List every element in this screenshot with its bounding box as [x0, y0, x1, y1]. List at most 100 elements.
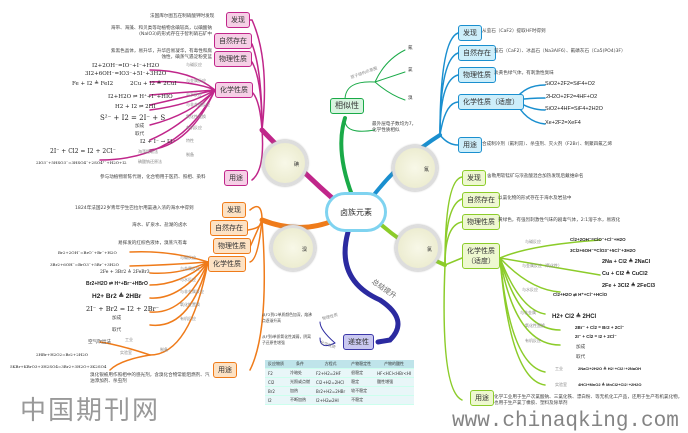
- bromine-eq: 2Fe + 3Br2 ≜ 2FeBr3: [100, 270, 150, 275]
- chlorine-eq: H2+ Cl2 ≜ 2HCl: [552, 314, 597, 320]
- iodine-discovery-text: 法国库尔图瓦在制硝酸钾时发现: [150, 14, 215, 19]
- center-node[interactable]: 卤族元素: [325, 192, 387, 232]
- chlorine-eq: 取代: [576, 355, 586, 360]
- bromine-existence[interactable]: 自然存在: [210, 220, 248, 236]
- chlorine-branch: 工业: [555, 366, 563, 371]
- fluorine-eq: SiO2+2F2=SiF4+O2: [545, 81, 595, 87]
- bromine-eq: H2+ Br2 ≜ 2HBr: [92, 293, 142, 300]
- fluorine-physical[interactable]: 物理性质: [458, 67, 496, 83]
- fluorine-chemical[interactable]: 化学性质（适度）: [458, 94, 524, 110]
- chlorine-use-text: 化学工业用于生产次氯酸钠、三氯化铁、漂白粉、等无机化工产品，还用于生产有机氯化物…: [494, 395, 683, 406]
- bromine-branch: 制备: [160, 347, 168, 352]
- iodine-prep: 海藻提取法: [138, 149, 158, 154]
- element-cl: 氯: [408, 68, 413, 73]
- iodine-eq: 2IO3⁻+5HSO3⁻=3HSO4⁻+2SO4²⁻+H2O+I2: [36, 160, 127, 165]
- fluorine-eq: SiO2+4HF=SiF4+2H2O: [545, 106, 603, 112]
- iodine-eq: Fe + I2 ≜ FeI2: [72, 81, 114, 87]
- chlorine-eq: 3Cl2+6OH⁻=ClO3⁻+5Cl⁻+3H2O: [570, 248, 636, 253]
- bromine-eq: 5KBr+KBrO3+3H2SO4=3Br2+3H2O+3K2SO4: [10, 364, 107, 369]
- chlorine-discovery[interactable]: 发现: [462, 170, 486, 186]
- iodine-discovery[interactable]: 发现: [226, 12, 250, 28]
- chlorine-use[interactable]: 用途: [470, 390, 494, 406]
- fluorine-discovery[interactable]: 发现: [458, 25, 482, 41]
- chlorine-discovery-text: 舍勒用软锰矿与浓盐酸混合加热发现后戴维命名: [487, 174, 584, 179]
- chlorine-branch: 有机反应: [525, 338, 541, 343]
- chlorine-branch: 与水反应: [522, 287, 538, 292]
- iodine-existence-text: 海带、海藻、和贝类等动植物含碘较高，以碘酸钠(NaIO3)的形式存在于智利硝石矿…: [110, 26, 212, 37]
- chlorine-existence[interactable]: 自然存在: [462, 192, 500, 208]
- iodine-branch: 与水反应: [186, 92, 202, 97]
- gradual-chem-note: 从F到I单质氧化性减弱，阴离子还原性增强: [262, 334, 311, 345]
- fluorine-eq: Xe+2F2=XeF4: [545, 120, 581, 126]
- bromine-eq: Br2+2OH⁻=BrO⁻+Br⁻+H2O: [58, 250, 117, 255]
- bromine-branch: 与非金属反应: [180, 289, 204, 294]
- fluorine-existence-text: 萤石（CaF2）、冰晶石（Na3AlF6）、氟磷灰石（Ca5(PO4)3F）: [494, 49, 626, 54]
- bromine-existence-text: 海水、矿泉水、盐湖的卤水: [132, 223, 188, 228]
- iodine-branch: 与碱反应: [186, 62, 202, 67]
- element-f: 氟: [408, 46, 413, 51]
- bromine-physical[interactable]: 物理性质: [213, 238, 251, 254]
- iodine-eq: S²⁻ + I2 = 2I⁻ + S: [100, 114, 166, 122]
- bromine-chemical[interactable]: 化学性质: [208, 256, 246, 272]
- iodine-prep: 碘酸钠还原法: [138, 159, 162, 164]
- chlorine-eq: Cl2+H2O ⇌ H⁺+Cl⁻+HClO: [553, 292, 608, 297]
- chlorine-eq: 2Na + Cl2 ≜ 2NaCl: [602, 259, 651, 265]
- iodine-branch: 有机反应: [186, 125, 202, 130]
- chlorine-eq: 4HCl+MnO2 ≜ MnCl2+Cl2↑+2H2O: [578, 382, 642, 387]
- similarity-node[interactable]: 相似性: [330, 98, 364, 114]
- chlorine-existence-text: 以氯化物的形式存在于海水及岩盐中: [498, 196, 572, 201]
- bromine-discovery[interactable]: 发现: [222, 202, 246, 218]
- iodine-eq: I2+2OH⁻=IO⁻+I⁻+H2O: [92, 63, 160, 69]
- chlorine-eq: 2I⁻ + Cl2 = I2 + 2Cl⁻: [575, 334, 617, 339]
- fluorine-use[interactable]: 用途: [458, 137, 482, 153]
- iodine-chemical[interactable]: 化学性质: [215, 82, 253, 98]
- chlorine-branch: 与非金属: [520, 310, 536, 315]
- iodine-use[interactable]: 用途: [224, 170, 248, 186]
- iodine-eq: I2 + I⁻ → I3⁻: [140, 139, 176, 145]
- bromine-use-text: 溴化银被用作照相中的感光剂，含溴化合物常能阻燃剂、汽油添加剂、杀虫剂: [90, 373, 210, 384]
- iodine-branch: 与非金属反应: [186, 102, 210, 107]
- bromine-branch: 有机反应: [180, 316, 196, 321]
- chlorine-eq: Cu + Cl2 ≜ CuCl2: [602, 271, 648, 277]
- iodine-eq: I2+H2O ⇌ H⁺+I⁻+HIO: [108, 94, 173, 100]
- iodine-branch: 制备: [186, 152, 194, 157]
- iodine-image: 碘: [262, 140, 308, 186]
- fluorine-discovery-text: 从萤石（CaF2）提取HF时得到: [482, 29, 546, 34]
- bromine-physical-text: 易挥发的红棕色液体，溴蒸汽有毒: [118, 241, 187, 246]
- chlorine-chemical[interactable]: 化学性质（适度）: [462, 243, 500, 269]
- chlorine-eq: 加成: [576, 345, 586, 350]
- iodine-eq: 加成: [135, 124, 145, 129]
- chlorine-branch: 与金属反应（氧化性）: [522, 263, 562, 268]
- bromine-image: 溴: [270, 225, 316, 271]
- iodine-existence[interactable]: 自然存在: [214, 33, 252, 49]
- bromine-use[interactable]: 用途: [213, 362, 237, 378]
- bromine-eq: 空气吹出法: [88, 340, 111, 345]
- similarity-note: 最外层电子数均为7，化学性质相似: [372, 122, 417, 133]
- iodine-eq: 2I⁻ + Cl2 = I2 + 2Cl⁻: [50, 148, 116, 155]
- iodine-eq: 2Cu + I2 ≜ 2CuI: [130, 81, 177, 87]
- chlorine-physical[interactable]: 物理性质: [462, 214, 500, 230]
- bromine-branch: 与碱反应: [180, 255, 196, 260]
- iodine-eq: 取代: [135, 132, 145, 137]
- gradual-node[interactable]: 递变性: [343, 334, 374, 350]
- chlorine-eq: 2NaCl+2H2O ≜ H2↑+Cl2↑+2NaOH: [578, 366, 642, 371]
- chlorine-eq: 2Fe + 3Cl2 ≜ 2FeCl3: [602, 283, 656, 289]
- iodine-branch: 特性: [186, 138, 194, 143]
- iodine-branch: 氧化性置换: [186, 114, 206, 119]
- bromine-branch: 与水反应: [180, 277, 196, 282]
- bromine-eq: 3Br2+6OH⁻=BrO3⁻+5Br⁻+3H2O: [50, 262, 119, 267]
- iodine-eq: H2 + I2 ⇌ 2HI: [115, 104, 156, 110]
- fluorine-existence[interactable]: 自然存在: [458, 45, 496, 61]
- chlorine-eq: Cl2+2OH⁻=ClO⁻+Cl⁻+H2O: [570, 237, 626, 242]
- iodine-physical-text: 紫黑色晶体，易升华，升华后易凝华，有毒性和腐蚀性，碘蒸气遇淀粉变蓝: [110, 49, 212, 60]
- iodine-physical[interactable]: 物理性质: [214, 51, 252, 67]
- fluorine-image: 氟: [392, 145, 438, 191]
- bromine-discovery-text: 1824年法国22岁青年学生巴拉尔用氯通入浓的海水中得到: [75, 206, 194, 211]
- iodine-branch: 与金属反应: [186, 78, 206, 83]
- chlorine-branch: 与碱反应: [525, 239, 541, 244]
- chlorine-image: 氯: [395, 225, 441, 271]
